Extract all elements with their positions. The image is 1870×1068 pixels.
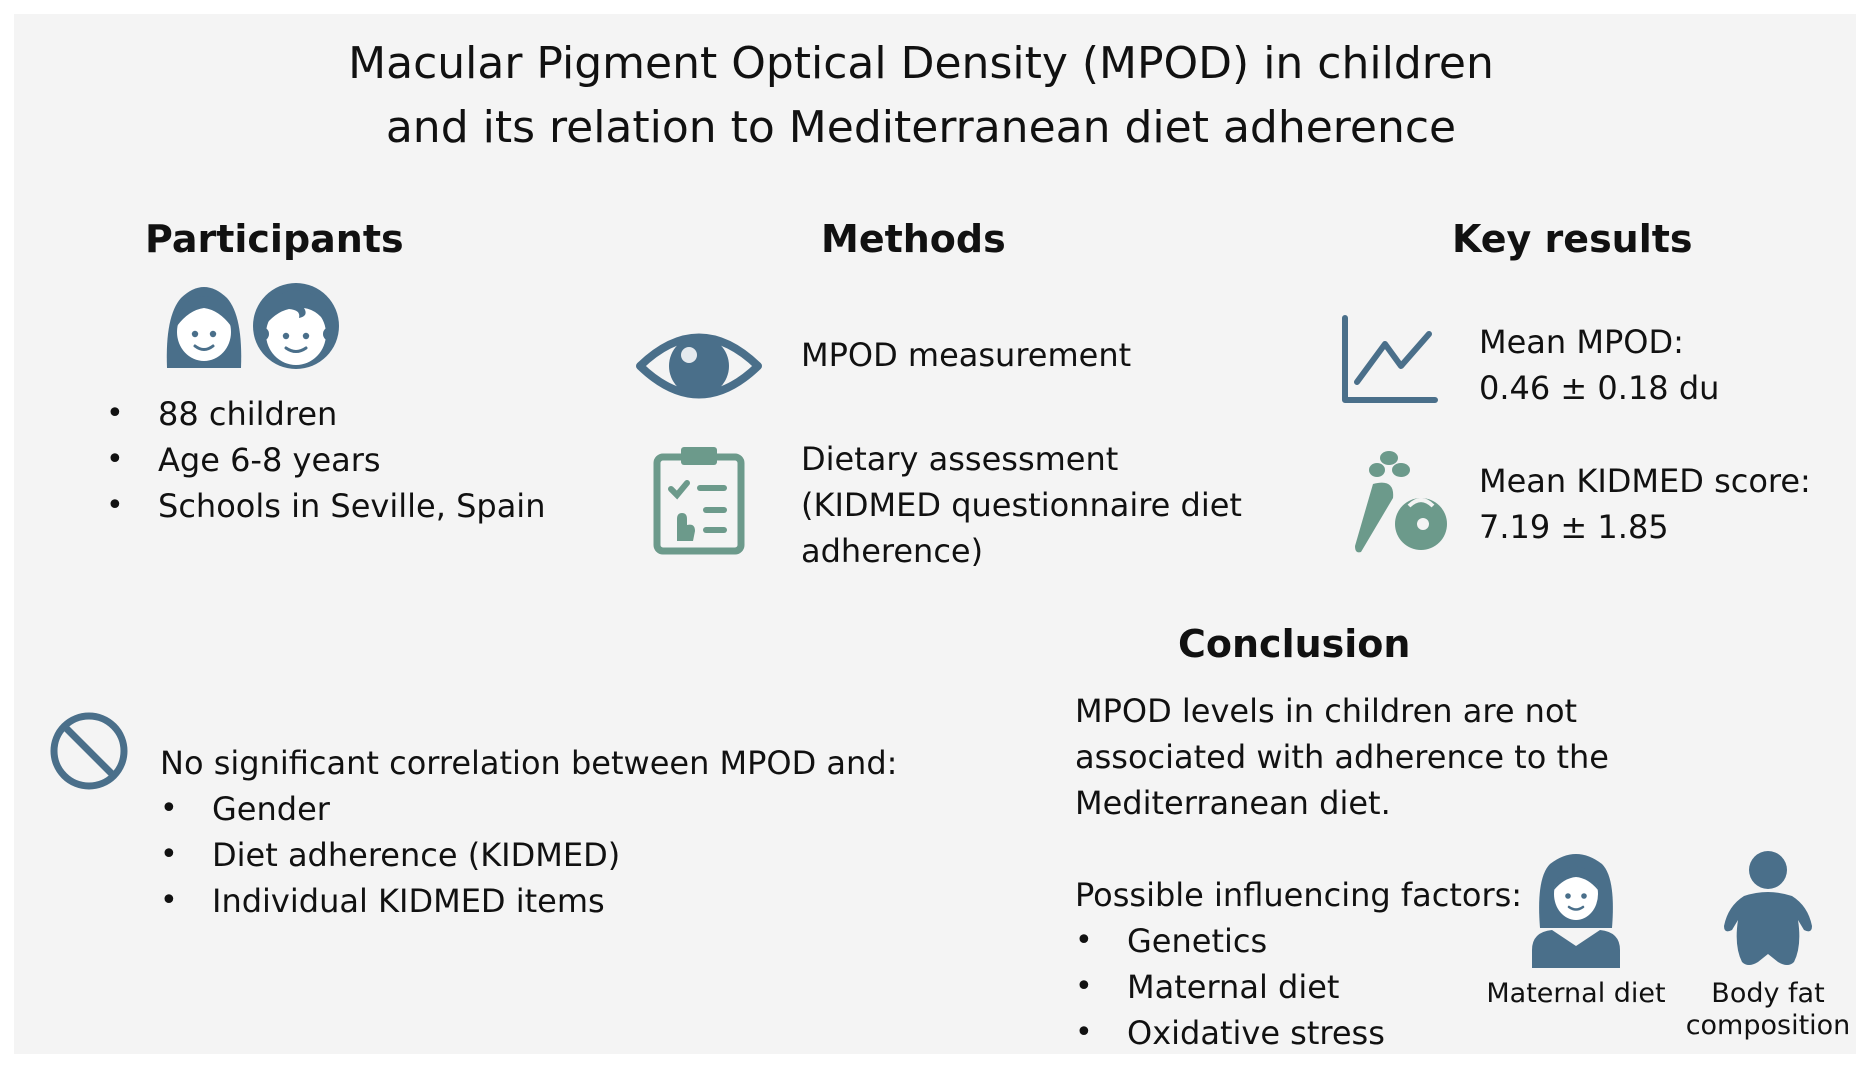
vegetables-icon (1349, 444, 1449, 556)
dietary-line-1: Dietary assessment (801, 440, 1119, 478)
page-title: Macular Pigment Optical Density (MPOD) i… (0, 32, 1842, 160)
list-item: Individual KIDMED items (160, 878, 620, 924)
dietary-line-3: adherence) (801, 532, 984, 570)
body-fat-label: Body fat composition (1678, 978, 1858, 1042)
kidmed-result-label: Mean KIDMED score: (1479, 462, 1811, 500)
list-item: Genetics (1075, 918, 1385, 964)
body-fat-line-1: Body fat (1711, 978, 1825, 1009)
key-results-heading: Key results (1452, 217, 1693, 261)
participants-list: 88 children Age 6-8 years Schools in Sev… (106, 391, 545, 529)
no-correlation-intro: No significant correlation between MPOD … (160, 744, 898, 782)
list-item: Schools in Seville, Spain (106, 483, 545, 529)
title-line-2: and its relation to Mediterranean diet a… (385, 102, 1457, 153)
list-item: 88 children (106, 391, 545, 437)
list-item: Age 6-8 years (106, 437, 545, 483)
mpod-result-label: Mean MPOD: (1479, 323, 1684, 361)
title-line-1: Macular Pigment Optical Density (MPOD) i… (348, 38, 1494, 89)
line-chart-icon (1339, 314, 1439, 406)
kidmed-result-value: 7.19 ± 1.85 (1479, 508, 1669, 546)
conclusion-heading: Conclusion (1178, 622, 1411, 666)
methods-heading: Methods (821, 217, 1006, 261)
baby-icon (1718, 850, 1818, 968)
infographic-panel: Macular Pigment Optical Density (MPOD) i… (14, 14, 1858, 1056)
participants-heading: Participants (145, 217, 404, 261)
mother-icon (1530, 850, 1622, 968)
prohibited-icon (48, 710, 130, 792)
list-item: Oxidative stress (1075, 1010, 1385, 1056)
factors-list: Genetics Maternal diet Oxidative stress (1075, 918, 1385, 1056)
factors-intro: Possible influencing factors: (1075, 876, 1523, 914)
list-item: Maternal diet (1075, 964, 1385, 1010)
list-item: Diet adherence (KIDMED) (160, 832, 620, 878)
conclusion-text: MPOD levels in children are not associat… (1075, 688, 1609, 826)
method-dietary-assessment: Dietary assessment (KIDMED questionnaire… (801, 436, 1242, 574)
conclusion-line-3: Mediterranean diet. (1075, 784, 1391, 822)
method-mpod-measurement: MPOD measurement (801, 336, 1132, 374)
clipboard-checklist-icon (651, 445, 747, 555)
conclusion-line-1: MPOD levels in children are not (1075, 692, 1578, 730)
maternal-diet-label: Maternal diet (1486, 978, 1666, 1009)
no-correlation-list: Gender Diet adherence (KIDMED) Individua… (160, 786, 620, 924)
conclusion-line-2: associated with adherence to the (1075, 738, 1609, 776)
mpod-result-value: 0.46 ± 0.18 du (1479, 369, 1720, 407)
list-item: Gender (160, 786, 620, 832)
dietary-line-2: (KIDMED questionnaire diet (801, 486, 1242, 524)
children-icon (159, 276, 349, 372)
eye-icon (634, 321, 764, 411)
body-fat-line-2: composition (1685, 1010, 1851, 1041)
